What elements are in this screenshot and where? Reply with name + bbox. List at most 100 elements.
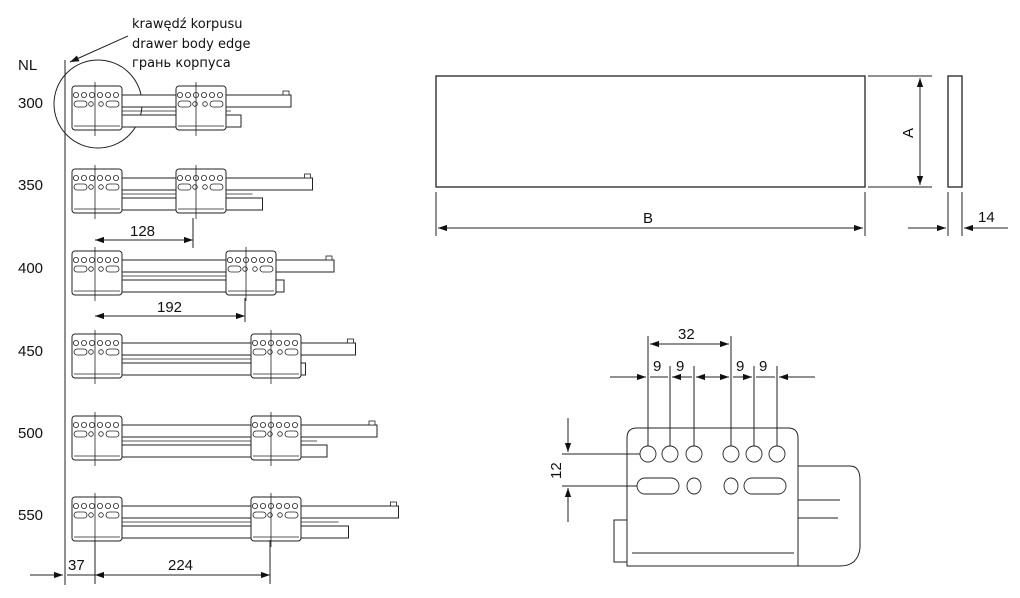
row-400-bracket-rear-hole-3 <box>250 256 257 263</box>
hole-mid-2 <box>723 477 739 495</box>
row-450-rail-stop <box>347 338 354 344</box>
row-300-bracket-rear-hole-m1 <box>192 101 198 107</box>
row-400-bracket-front-hole-m1 <box>88 266 94 272</box>
row-500-bracket-front-hole-0 <box>73 421 80 428</box>
row-450-bracket-front-hole-4 <box>105 339 112 346</box>
row-300-bracket-front-hole-3 <box>97 92 104 99</box>
row-450-bracket-front-hole-2 <box>89 339 96 346</box>
row-500-bracket-front-slot-r <box>105 430 120 438</box>
row-300-bracket-front-hole-1 <box>81 92 88 99</box>
nl-label-500: 500 <box>18 425 43 442</box>
row-350-bracket-front-hole-2 <box>89 174 96 181</box>
nl-label-400: 400 <box>18 260 43 277</box>
row-450-bracket-rear-hole-3 <box>275 339 282 346</box>
dim-9-a: 9 <box>653 358 661 375</box>
row-300-bracket-front-hole-m2 <box>98 101 104 107</box>
row-450-bracket-rear-hole-1 <box>259 339 266 346</box>
row-300-bracket-rear-hole-0 <box>176 92 183 99</box>
row-500-bracket-rear-hole-0 <box>251 421 258 428</box>
row-300-bracket-front-hole-5 <box>113 92 120 99</box>
row-450-bracket-rear-hole-m2 <box>277 349 283 355</box>
row-350-bracket-rear-hole-m1 <box>192 184 198 190</box>
dim-128: 128 <box>130 223 155 240</box>
row-550-bracket-front-hole-2 <box>89 502 96 509</box>
row-300-bracket-rear-hole-3 <box>200 92 207 99</box>
row-350-bracket-rear-hole-1 <box>184 174 191 181</box>
row-450-bracket-rear-slot-r <box>284 348 299 356</box>
row-400-bracket-front-slot-r <box>105 265 120 273</box>
row-350-bracket-front-slot-r <box>105 183 120 191</box>
row-350-bracket-front-hole-1 <box>81 174 88 181</box>
row-400-bracket-front-hole-0 <box>73 256 80 263</box>
row-450-bracket-front-hole-3 <box>97 339 104 346</box>
row-300-bracket-front-hole-m1 <box>88 101 94 107</box>
row-550-bracket-front-hole-4 <box>105 502 112 509</box>
hole-top-1 <box>639 445 657 463</box>
row-300-bracket-rear-slot-l <box>177 100 192 108</box>
row-550-bracket-front-slot-r <box>105 511 120 519</box>
row-500-bracket-front-hole-2 <box>89 421 96 428</box>
row-500-bracket-rear-hole-4 <box>283 421 290 428</box>
row-450-upper-rail <box>119 342 356 356</box>
row-550-bracket-front-slot-l <box>73 511 88 519</box>
row-550-bracket-front-hole-3 <box>97 502 104 509</box>
row-500-bracket-rear-hole-5 <box>291 421 298 428</box>
edge-label-en: drawer body edge <box>132 37 250 52</box>
row-500-upper-rail <box>119 424 378 438</box>
row-350-bracket-rear-slot-l <box>177 183 192 191</box>
row-300-bracket-rear-hole-4 <box>208 92 215 99</box>
slide-rows <box>71 82 399 547</box>
row-450-bracket-front-hole-m1 <box>88 349 94 355</box>
row-450-bracket-front-hole-m2 <box>98 349 104 355</box>
row-450-bracket-rear-hole-m1 <box>267 349 273 355</box>
row-500-bracket-front-slot-l <box>73 430 88 438</box>
row-400-bracket-rear-hole-5 <box>266 256 273 263</box>
row-400-bracket-rear-hole-4 <box>258 256 265 263</box>
row-550-rail-stop <box>390 501 397 507</box>
dim-192: 192 <box>157 299 182 316</box>
row-300-bracket-front-hole-4 <box>105 92 112 99</box>
row-500-rail-stop <box>368 420 376 426</box>
row-350-bracket-rear-hole-0 <box>176 174 183 181</box>
row-400-bracket-rear-hole-m2 <box>252 266 258 272</box>
dim-12: 12 <box>548 462 565 479</box>
row-500-bracket-rear-hole-1 <box>259 421 266 428</box>
row-300-bracket-rear-hole-5 <box>216 92 223 99</box>
row-350-bracket-front-hole-5 <box>113 174 120 181</box>
dim-32: 32 <box>678 326 695 343</box>
dim-9-c: 9 <box>736 358 744 375</box>
row-400-bracket-front-hole-m2 <box>98 266 104 272</box>
row-550-bracket-front-hole-5 <box>113 502 120 509</box>
hole-top-3 <box>685 445 703 463</box>
slot-right <box>743 477 787 495</box>
dim-14: 14 <box>978 209 995 226</box>
nl-label-450: 450 <box>18 343 43 360</box>
row-550-bracket-rear-hole-m1 <box>267 512 273 518</box>
row-450-bracket-front-hole-5 <box>113 339 120 346</box>
dim-224: 224 <box>168 557 193 574</box>
row-300-bracket-rear-hole-m2 <box>202 101 208 107</box>
row-450-bracket-front-slot-l <box>73 348 88 356</box>
front-panel <box>435 75 866 188</box>
row-450-bracket-front-hole-0 <box>73 339 80 346</box>
row-400-bracket-front-hole-5 <box>113 256 120 263</box>
rail-body <box>789 465 861 567</box>
slot-left <box>636 477 680 495</box>
row-450-bracket-front-slot-r <box>105 348 120 356</box>
hole-top-6 <box>768 445 786 463</box>
row-300-bracket-front-slot-r <box>105 100 120 108</box>
row-350-bracket-front-hole-m2 <box>98 184 104 190</box>
row-550-bracket-rear-slot-r <box>284 511 299 519</box>
row-500-bracket-rear-slot-l <box>252 430 267 438</box>
hole-top-5 <box>745 445 763 463</box>
row-400-bracket-rear-hole-1 <box>234 256 241 263</box>
row-550-bracket-front-hole-m2 <box>98 512 104 518</box>
row-550-bracket-rear-hole-0 <box>251 502 258 509</box>
panel-side <box>947 75 963 188</box>
row-500-bracket-rear-slot-r <box>284 430 299 438</box>
row-500-bracket-front-hole-3 <box>97 421 104 428</box>
row-400-bracket-rear-slot-l <box>227 265 242 273</box>
row-400-bracket-front-hole-4 <box>105 256 112 263</box>
row-450-bracket-rear-slot-l <box>252 348 267 356</box>
